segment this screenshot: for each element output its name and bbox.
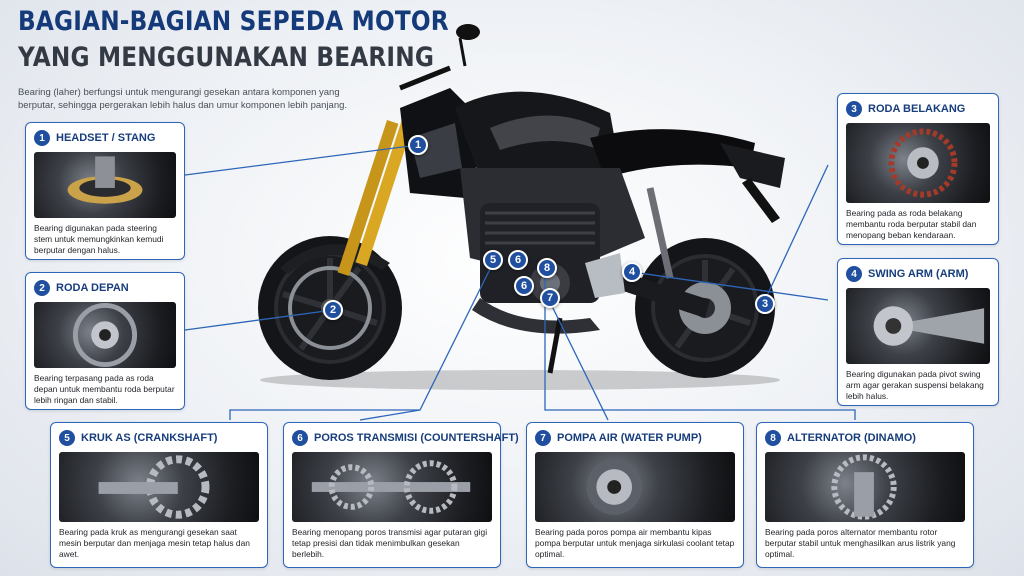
alternator-bearing-photo: [765, 452, 965, 522]
card-rear-wheel: 3 RODA BELAKANG Bearing pada as roda bel…: [837, 93, 999, 245]
card-title: KRUK AS (CRANKSHAFT): [81, 432, 218, 444]
marker-6[interactable]: 6: [508, 250, 528, 270]
headset-bearing-photo: [34, 152, 176, 218]
rear-wheel-bearing-photo: [846, 123, 990, 203]
number-badge: 6: [292, 430, 308, 446]
card-description: Bearing pada kruk as mengurangi gesekan …: [59, 527, 250, 559]
number-badge: 4: [846, 266, 862, 282]
number-badge: 3: [846, 101, 862, 117]
number-badge: 8: [765, 430, 781, 446]
number-badge: 7: [535, 430, 551, 446]
title-line-2: YANG MENGGUNAKAN BEARING: [18, 42, 435, 73]
marker-6b[interactable]: 6: [514, 276, 534, 296]
card-front-wheel: 2 RODA DEPAN Bearing terpasang pada as r…: [25, 272, 185, 410]
card-description: Bearing digunakan pada steering stem unt…: [34, 223, 164, 255]
card-water-pump: 7 POMPA AIR (WATER PUMP) Bearing pada po…: [526, 422, 744, 568]
card-description: Bearing digunakan pada pivot swing arm a…: [846, 369, 984, 401]
card-title: HEADSET / STANG: [56, 132, 156, 144]
countershaft-bearing-photo: [292, 452, 492, 522]
marker-2[interactable]: 2: [323, 300, 343, 320]
marker-4[interactable]: 4: [622, 262, 642, 282]
card-title: RODA DEPAN: [56, 282, 129, 294]
card-alternator: 8 ALTERNATOR (DINAMO) Bearing pada poros…: [756, 422, 974, 568]
marker-1[interactable]: 1: [408, 135, 428, 155]
card-description: Bearing menopang poros transmisi agar pu…: [292, 527, 488, 559]
card-description: Bearing pada poros pompa air membantu ki…: [535, 527, 735, 559]
card-description: Bearing pada poros alternator membantu r…: [765, 527, 956, 559]
card-crankshaft: 5 KRUK AS (CRANKSHAFT) Bearing pada kruk…: [50, 422, 268, 568]
subtitle: Bearing (laher) berfungsi untuk menguran…: [18, 87, 348, 111]
number-badge: 1: [34, 130, 50, 146]
card-title: POROS TRANSMISI (COUNTERSHAFT): [314, 432, 519, 444]
front-wheel-bearing-photo: [34, 302, 176, 368]
card-swing-arm: 4 SWING ARM (ARM) Bearing digunakan pada…: [837, 258, 999, 406]
number-badge: 2: [34, 280, 50, 296]
swing-arm-bearing-photo: [846, 288, 990, 364]
card-headset: 1 HEADSET / STANG Bearing digunakan pada…: [25, 122, 185, 260]
marker-5[interactable]: 5: [483, 250, 503, 270]
marker-7[interactable]: 7: [540, 288, 560, 308]
card-title: POMPA AIR (WATER PUMP): [557, 432, 702, 444]
card-title: SWING ARM (ARM): [868, 268, 969, 280]
title-line-1: BAGIAN-BAGIAN SEPEDA MOTOR: [18, 6, 449, 37]
card-title: RODA BELAKANG: [868, 103, 966, 115]
water-pump-bearing-photo: [535, 452, 735, 522]
number-badge: 5: [59, 430, 75, 446]
card-countershaft: 6 POROS TRANSMISI (COUNTERSHAFT) Bearing…: [283, 422, 519, 568]
card-description: Bearing pada as roda belakang membantu r…: [846, 208, 977, 240]
card-description: Bearing terpasang pada as roda depan unt…: [34, 373, 175, 405]
crankshaft-bearing-photo: [59, 452, 259, 522]
card-title: ALTERNATOR (DINAMO): [787, 432, 916, 444]
motorcycle-illustration: [258, 24, 785, 390]
marker-8[interactable]: 8: [537, 258, 557, 278]
marker-3[interactable]: 3: [755, 294, 775, 314]
